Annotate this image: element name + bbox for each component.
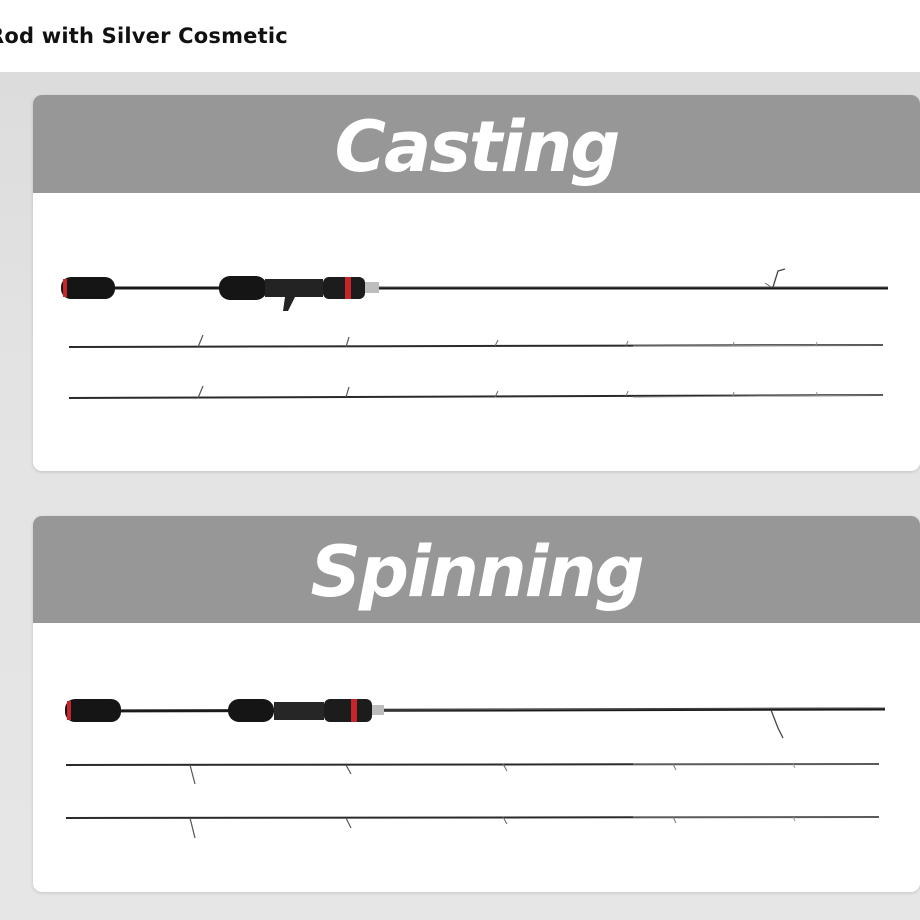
spinning-butt-section xyxy=(65,699,886,739)
casting-header: Casting xyxy=(33,95,920,193)
page-title: Rod with Silver Cosmetic xyxy=(0,24,288,48)
spinning-tip-section xyxy=(65,763,880,785)
casting-rod-image xyxy=(61,268,888,399)
spinning-rod-image xyxy=(65,699,886,839)
spinning-header: Spinning xyxy=(33,516,920,623)
casting-spare-tip-section xyxy=(68,385,884,399)
spinning-panel[interactable]: Spinning xyxy=(33,516,920,892)
spinning-title: Spinning xyxy=(310,530,644,613)
casting-title: Casting xyxy=(334,106,621,188)
spinning-spare-tip-section xyxy=(65,816,880,839)
casting-panel[interactable]: Casting xyxy=(33,95,920,471)
casting-butt-section xyxy=(61,268,888,311)
casting-tip-section xyxy=(68,334,884,348)
